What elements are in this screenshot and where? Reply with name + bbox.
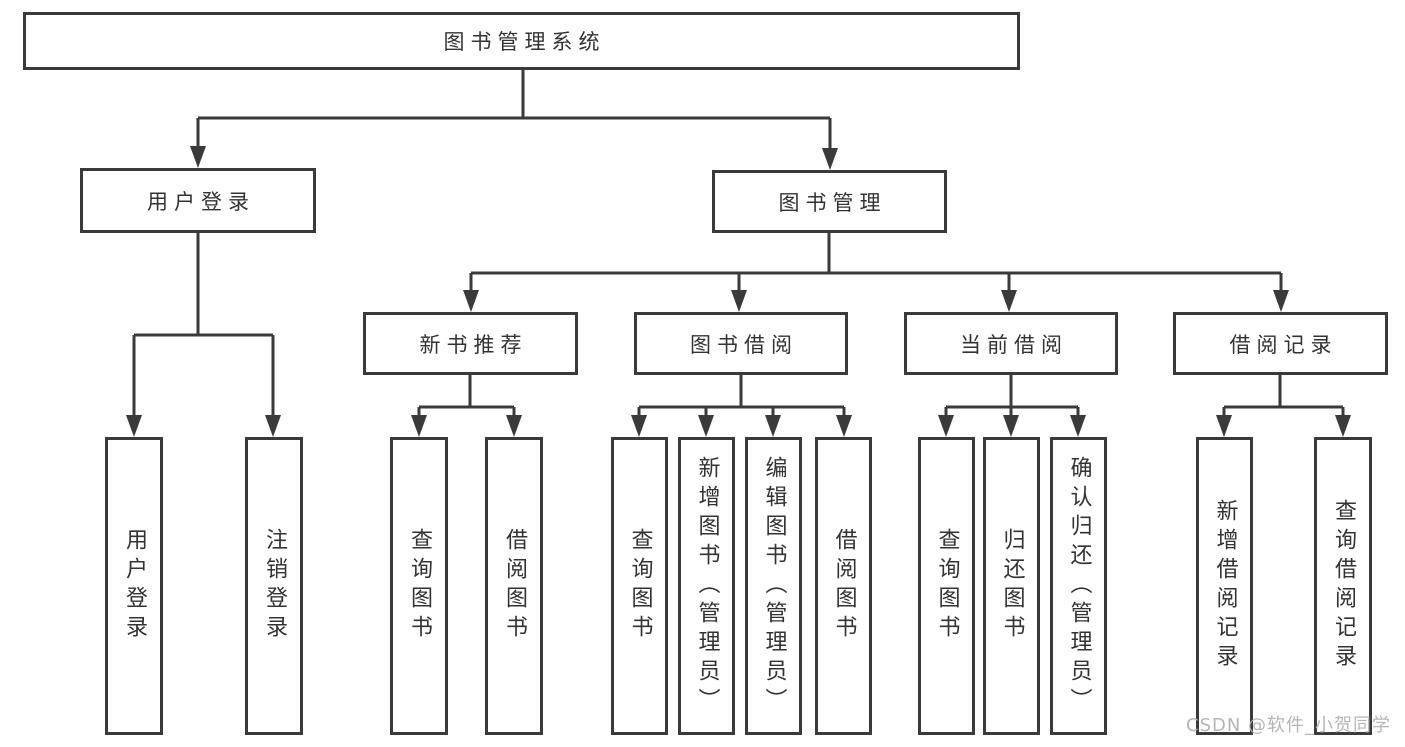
node-book-management: 图书管理 <box>712 170 947 233</box>
node-label: 借阅记录 <box>1229 332 1338 357</box>
node-label: 图书管理 <box>778 190 887 215</box>
node-book-borrowing: 图书借阅 <box>634 312 848 375</box>
node-borrowing-records: 借阅记录 <box>1173 312 1388 375</box>
csdn-watermark: CSDN @软件_小贺同学 <box>1186 715 1392 736</box>
leaf-add-books-admin: 新增图书（管理员） <box>678 437 735 735</box>
leaf-user-login: 用户登录 <box>105 437 163 735</box>
leaf-label: 查询借阅记录 <box>1331 499 1356 673</box>
leaf-label: 用户登录 <box>122 528 147 644</box>
leaf-query-books-3: 查询图书 <box>918 437 975 735</box>
leaf-label: 借阅图书 <box>831 528 857 644</box>
leaf-logout: 注销登录 <box>245 437 303 735</box>
node-label: 当前借阅 <box>960 332 1068 357</box>
node-label: 新书推荐 <box>419 332 528 357</box>
leaf-label: 注销登录 <box>262 528 287 644</box>
node-label: 图书管理系统 <box>443 30 606 54</box>
leaf-add-borrow-record: 新增借阅记录 <box>1196 437 1253 735</box>
leaf-query-books-2: 查询图书 <box>611 437 668 735</box>
leaf-return-books: 归还图书 <box>983 437 1040 735</box>
arrowheads <box>126 146 1351 437</box>
leaf-edit-books-admin: 编辑图书（管理员） <box>745 437 802 735</box>
node-library-management-system: 图书管理系统 <box>23 12 1020 70</box>
leaf-label: 借阅图书 <box>502 528 527 644</box>
leaf-label: 新增图书（管理员） <box>694 455 720 717</box>
leaf-label: 编辑图书（管理员） <box>761 455 787 717</box>
node-user-login: 用户登录 <box>80 168 316 233</box>
leaf-borrow-books-2: 借阅图书 <box>815 437 872 735</box>
leaf-borrow-books-1: 借阅图书 <box>485 437 543 735</box>
leaf-label: 新增借阅记录 <box>1212 499 1238 673</box>
leaf-label: 查询图书 <box>934 528 960 644</box>
leaf-confirm-return-admin: 确认归还（管理员） <box>1050 437 1107 735</box>
node-current-borrowing: 当前借阅 <box>904 312 1118 375</box>
node-new-book-recommendation: 新书推荐 <box>363 312 578 375</box>
leaf-label: 确认归还（管理员） <box>1066 455 1092 717</box>
leaf-label: 查询图书 <box>627 528 653 644</box>
leaf-query-books-1: 查询图书 <box>390 437 448 735</box>
leaf-label: 归还图书 <box>999 528 1025 644</box>
leaf-label: 查询图书 <box>407 528 432 644</box>
node-label: 图书借阅 <box>690 332 798 357</box>
leaf-query-borrow-record: 查询借阅记录 <box>1314 437 1372 735</box>
node-label: 用户登录 <box>147 189 255 214</box>
